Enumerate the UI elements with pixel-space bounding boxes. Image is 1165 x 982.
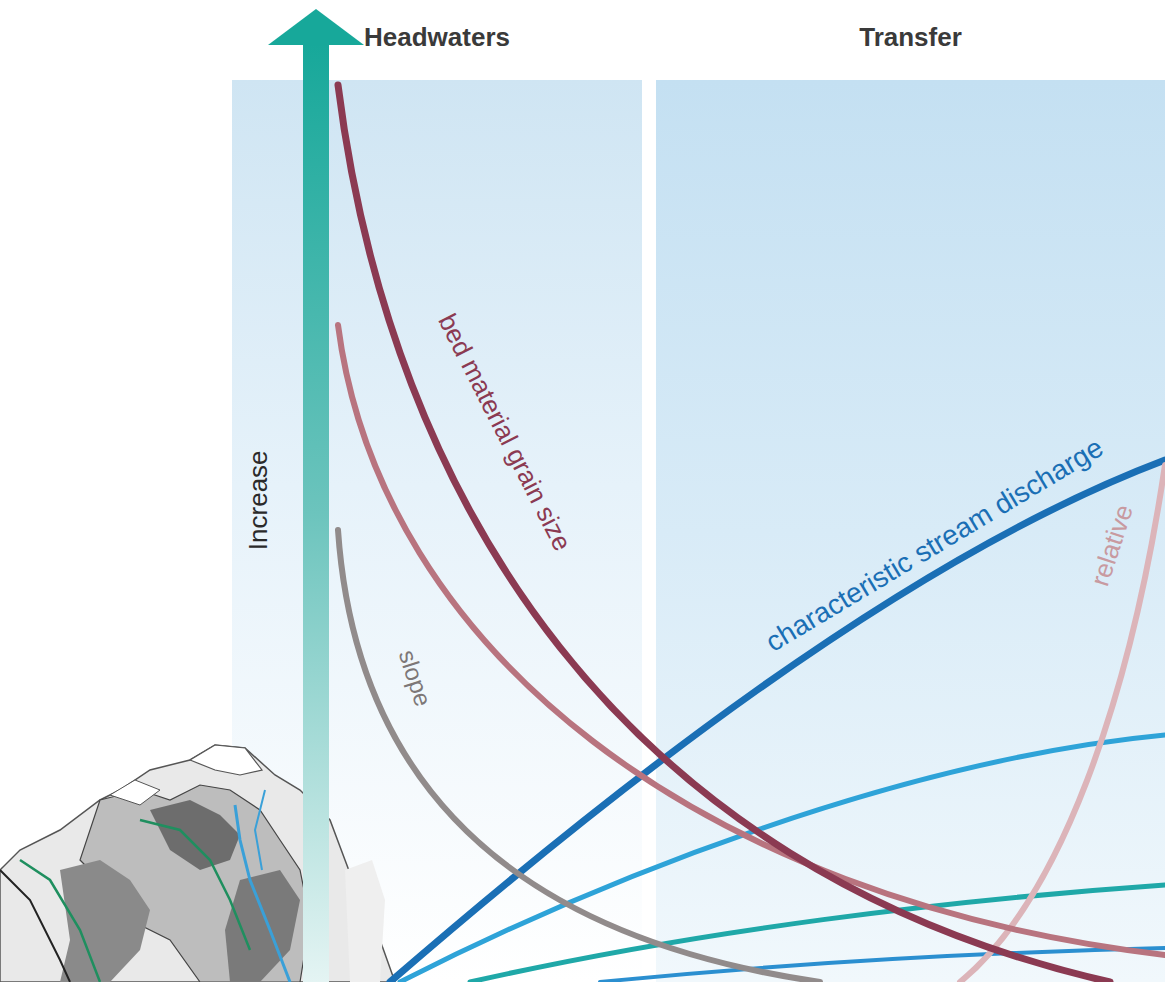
- relative-curve: [960, 465, 1165, 982]
- band-fill: [656, 80, 1165, 982]
- mountain-illustration: [0, 745, 395, 982]
- axis-label: Increase: [244, 450, 273, 550]
- increase-arrow: [268, 9, 364, 982]
- slope-curve: [338, 530, 820, 982]
- grain-size-curve: [338, 85, 1110, 982]
- region-heading: Transfer: [656, 0, 1165, 53]
- discharge-curve: [390, 460, 1165, 982]
- region-heading: Headwaters: [232, 0, 642, 53]
- pink-curve: [338, 325, 1165, 955]
